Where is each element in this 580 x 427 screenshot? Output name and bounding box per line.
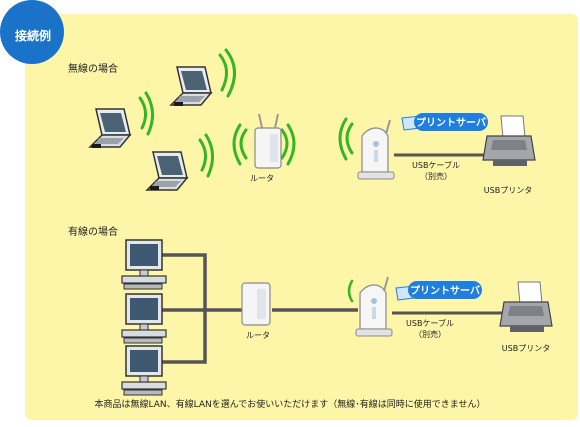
print-server-tag-label: プリントサーバ: [416, 116, 486, 129]
connection-example-badge: 接続例: [0, 0, 64, 64]
wireless-router-icon: [254, 113, 282, 169]
wired-section-title: 有線の場合: [68, 227, 118, 238]
wireless-cable-label-line2: （別売）: [420, 172, 452, 181]
wired-router-icon: [241, 282, 271, 326]
wireless-section-title: 無線の場合: [68, 64, 118, 75]
diagram-panel: [25, 14, 578, 420]
print-server-tag-label: プリントサーバ: [410, 284, 480, 297]
print-server-icon: [355, 276, 393, 337]
wired-router-label: ルータ: [246, 331, 270, 340]
wireless-adapter-icon: [150, 186, 159, 190]
printer-icon: [482, 115, 536, 167]
wireless-adapter-icon: [92, 144, 101, 148]
wired-cable-label: USBケーブル （別売）: [400, 318, 460, 340]
desktop-pc-icon: [121, 293, 167, 344]
desktop-pc-icon: [121, 239, 167, 290]
wireless-printer-label: USBプリンタ: [483, 186, 533, 195]
desktop-pc-icon: [121, 345, 167, 396]
laptop-icon: [170, 66, 212, 106]
wired-printer-label: USBプリンタ: [501, 344, 551, 353]
wireless-router-label: ルータ: [250, 174, 274, 183]
laptop-icon: [89, 108, 131, 148]
wired-cable-label-line2: （別売）: [414, 330, 446, 339]
print-server-tag: プリントサーバ: [395, 281, 482, 301]
wired-cable-label-line1: USBケーブル: [406, 319, 454, 328]
badge-label: 接続例: [14, 28, 51, 43]
wireless-cable-label: USBケーブル （別売）: [406, 160, 466, 182]
footer-note: 本商品は無線LAN、有線LANを選んでお使いいただけます（無線･有線は同時に使用…: [94, 400, 486, 410]
print-server-tag: プリントサーバ: [401, 113, 488, 131]
wireless-adapter-icon: [174, 102, 183, 106]
print-server-icon: [357, 119, 395, 180]
printer-icon: [499, 281, 553, 333]
wireless-cable-label-line1: USBケーブル: [412, 161, 460, 170]
laptop-icon: [146, 151, 188, 191]
wired-section: プリントサーバ: [121, 239, 553, 396]
wireless-section: プリントサーバ: [89, 48, 536, 191]
